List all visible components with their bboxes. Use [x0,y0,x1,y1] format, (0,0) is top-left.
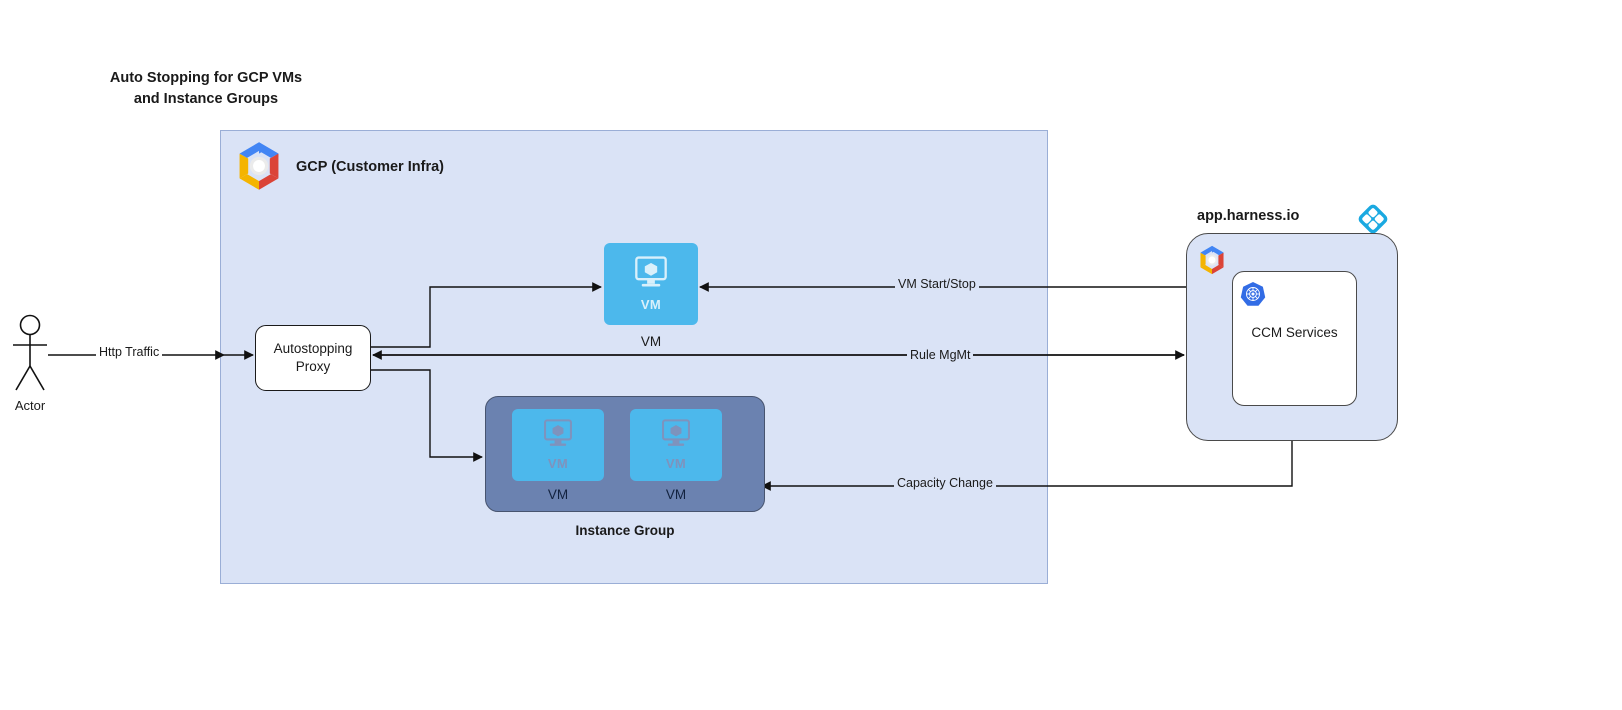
edge-label-capacity-change: Capacity Change [894,476,996,490]
edge-label-http-traffic: Http Traffic [96,345,163,359]
standalone-vm-node[interactable]: VM [604,243,698,325]
gcp-hexagon-icon [1196,244,1228,276]
autostopping-proxy-node[interactable]: Autostopping Proxy [255,325,371,391]
vm-monitor-cube-icon [659,419,693,454]
harness-label: app.harness.io [1197,208,1300,224]
edge-label-rule-mgmt: Rule MgMt [907,348,974,362]
vm-inner-label: VM [665,456,687,471]
instance-group-caption: Instance Group [575,523,675,538]
instance-group-node[interactable]: VM VM VM VM [485,396,765,512]
vm-monitor-cube-icon [632,256,670,295]
edge-label-vm-start-stop: VM Start/Stop [895,277,979,291]
instance-group-vm-1-caption: VM [547,487,569,502]
ccm-services-label: CCM Services [1251,325,1338,340]
instance-group-vm-1[interactable]: VM [512,409,604,481]
harness-diamond-icon [1356,202,1390,241]
stick-figure-icon [8,314,52,399]
vm-inner-label: VM [640,297,662,312]
gcp-container-label: GCP (Customer Infra) [296,159,444,175]
vm-monitor-cube-icon [541,419,575,454]
vm-inner-label: VM [547,456,569,471]
actor-label: Actor [14,398,46,413]
standalone-vm-caption: VM [640,334,662,349]
gcp-hexagon-icon [232,139,286,193]
page-title: Auto Stopping for GCP VMs and Instance G… [109,70,303,108]
instance-group-vm-2[interactable]: VM [630,409,722,481]
kubernetes-helm-icon [1240,281,1266,312]
instance-group-vm-2-caption: VM [665,487,687,502]
